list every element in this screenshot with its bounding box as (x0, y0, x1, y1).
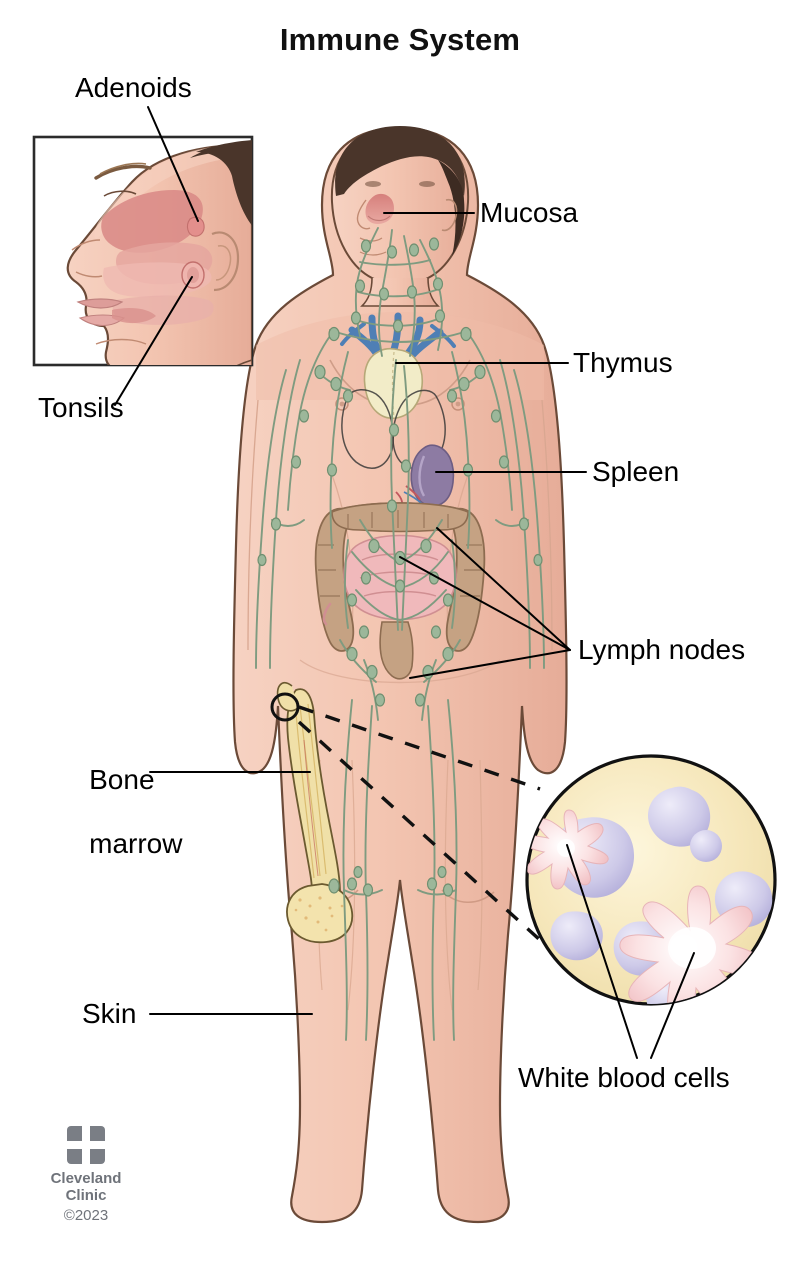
wbc-blob (550, 911, 603, 961)
label-thymus: Thymus (573, 347, 673, 378)
profile-nasal-mucosa (101, 190, 203, 253)
vein-branches (340, 322, 456, 348)
label-bone-marrow-line2: marrow (89, 828, 183, 859)
logo-name-line2: Clinic (65, 1187, 107, 1204)
label-bone-marrow: Bone marrow (58, 732, 182, 892)
leader-lymph-3 (409, 649, 571, 679)
label-adenoids: Adenoids (75, 72, 192, 103)
leader-adenoids (147, 106, 199, 222)
wbc-blob (690, 830, 722, 862)
leader-wbc-1 (566, 844, 638, 1059)
femur-condyles (286, 883, 354, 944)
logo-square-bottom-left (67, 1149, 82, 1164)
white-blood-cell-magnifier (525, 754, 777, 1006)
cleveland-clinic-logo: Cleveland Clinic ©2023 (26, 1126, 146, 1225)
label-white-blood-cells: White blood cells (518, 1062, 730, 1093)
label-spleen: Spleen (592, 456, 680, 487)
logo-square-top-left (67, 1126, 82, 1141)
leader-lymph-2 (436, 527, 571, 651)
label-skin: Skin (82, 998, 137, 1029)
label-bone-marrow-line1: Bone (89, 764, 155, 795)
human-body-figure (232, 126, 568, 1224)
mucosa-region (365, 193, 394, 224)
leader-wbc-2 (650, 952, 695, 1059)
logo-square-bottom-right (90, 1149, 105, 1164)
head-profile-inset (32, 135, 254, 367)
profile-hair (196, 140, 252, 226)
adenoid-structure (186, 216, 205, 237)
label-mucosa: Mucosa (480, 197, 579, 228)
logo-copyright: ©2023 (63, 1207, 109, 1224)
leader-tonsils (114, 276, 193, 406)
leader-lymph-1 (399, 556, 571, 651)
label-lymph-nodes: Lymph nodes (578, 634, 746, 665)
logo-name-line1: Cleveland (50, 1170, 122, 1187)
hair (335, 126, 465, 196)
label-tonsils: Tonsils (38, 392, 124, 423)
femur-bone-marrow (270, 682, 354, 944)
logo-square-top-right (90, 1126, 105, 1141)
wbc-blob (648, 786, 711, 847)
lymph-node-beads (257, 237, 543, 897)
cleveland-clinic-logo-mark (67, 1126, 105, 1164)
magnifier-connector-lines (297, 705, 542, 942)
page-title: Immune System (279, 22, 521, 57)
leader-lines (114, 106, 695, 1059)
marrow-sample-marker (270, 692, 300, 722)
